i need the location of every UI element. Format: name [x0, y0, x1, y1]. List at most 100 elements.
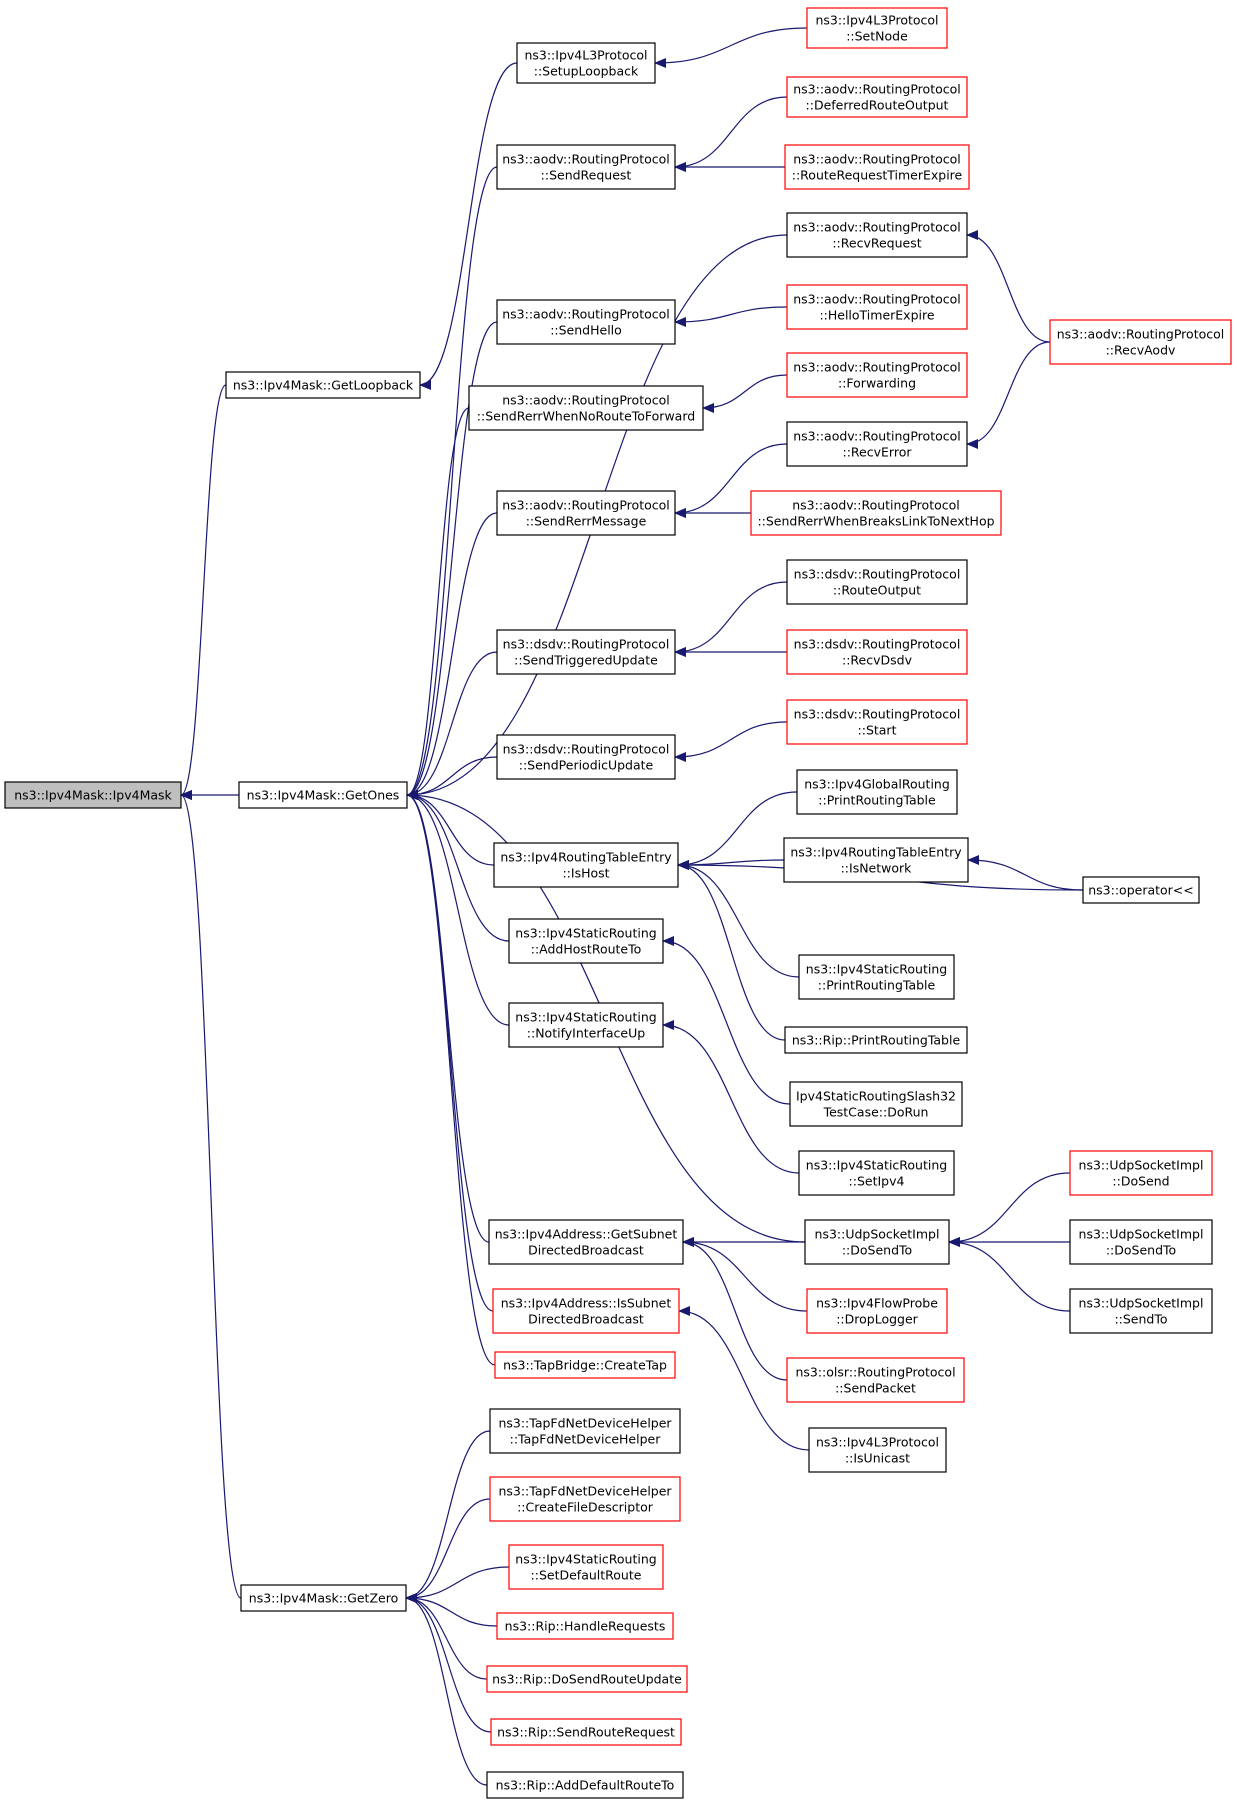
node-recvaodv[interactable]: ns3::aodv::RoutingProtocol::RecvAodv [1049, 319, 1232, 365]
node-box-getsubnet[interactable] [488, 1219, 684, 1265]
node-box-recverror[interactable] [786, 421, 968, 467]
node-box-sendrerrbreaks[interactable] [750, 490, 1002, 536]
node-box-ripprint[interactable] [784, 1026, 968, 1054]
node-globalprint[interactable]: ns3::Ipv4GlobalRouting::PrintRoutingTabl… [796, 769, 958, 815]
node-forwarding[interactable]: ns3::aodv::RoutingProtocol::Forwarding [786, 352, 968, 398]
node-box-droplogger[interactable] [806, 1288, 948, 1334]
node-box-createtap[interactable] [494, 1351, 676, 1379]
node-sendroutereq[interactable]: ns3::Rip::SendRouteRequest [490, 1718, 682, 1746]
node-box-olsrsend[interactable] [786, 1357, 965, 1403]
node-box-setdefault[interactable] [508, 1544, 664, 1590]
node-issubnet[interactable]: ns3::Ipv4Address::IsSubnetDirectedBroadc… [492, 1288, 680, 1334]
node-box-sendrerrmsg[interactable] [496, 490, 676, 536]
node-box-sendtriggered[interactable] [496, 629, 676, 675]
node-box-getones[interactable] [238, 781, 408, 809]
node-recvrequest[interactable]: ns3::aodv::RoutingProtocol::RecvRequest [786, 212, 968, 258]
node-createtap[interactable]: ns3::TapBridge::CreateTap [494, 1351, 676, 1379]
node-handlereq[interactable]: ns3::Rip::HandleRequests [496, 1612, 674, 1640]
node-dosendroute[interactable]: ns3::Rip::DoSendRouteUpdate [486, 1665, 688, 1693]
node-box-routeoutput[interactable] [786, 559, 968, 605]
node-getsubnet[interactable]: ns3::Ipv4Address::GetSubnetDirectedBroad… [488, 1219, 684, 1265]
node-dosendto2[interactable]: ns3::UdpSocketImpl::DoSendTo [1069, 1219, 1213, 1265]
node-sendrerrbreaks[interactable]: ns3::aodv::RoutingProtocol::SendRerrWhen… [750, 490, 1002, 536]
node-adddefault[interactable]: ns3::Rip::AddDefaultRouteTo [486, 1771, 684, 1799]
node-sendto[interactable]: ns3::UdpSocketImpl::SendTo [1069, 1288, 1213, 1334]
node-box-forwarding[interactable] [786, 352, 968, 398]
node-sendhello[interactable]: ns3::aodv::RoutingProtocol::SendHello [496, 299, 676, 345]
node-dosend[interactable]: ns3::UdpSocketImpl::DoSend [1069, 1150, 1213, 1196]
node-box-operator[interactable] [1082, 876, 1200, 904]
node-box-dosendroute[interactable] [486, 1665, 688, 1693]
node-sendrerrmsg[interactable]: ns3::aodv::RoutingProtocol::SendRerrMess… [496, 490, 676, 536]
node-dsdvstart[interactable]: ns3::dsdv::RoutingProtocol::Start [786, 699, 968, 745]
node-isnetwork[interactable]: ns3::Ipv4RoutingTableEntry::IsNetwork [783, 837, 969, 883]
node-box-dsdvstart[interactable] [786, 699, 968, 745]
node-getones[interactable]: ns3::Ipv4Mask::GetOnes [238, 781, 408, 809]
node-olsrsend[interactable]: ns3::olsr::RoutingProtocol::SendPacket [786, 1357, 965, 1403]
node-box-recvaodv[interactable] [1049, 319, 1232, 365]
node-getzero[interactable]: ns3::Ipv4Mask::GetZero [240, 1584, 407, 1612]
node-box-tapfdhelper[interactable] [489, 1408, 681, 1454]
node-box-sendroutereq[interactable] [490, 1718, 682, 1746]
node-addhostroute[interactable]: ns3::Ipv4StaticRouting::AddHostRouteTo [508, 918, 664, 964]
node-box-dosendto2[interactable] [1069, 1219, 1213, 1265]
node-setdefault[interactable]: ns3::Ipv4StaticRouting::SetDefaultRoute [508, 1544, 664, 1590]
node-sendperiodic[interactable]: ns3::dsdv::RoutingProtocol::SendPeriodic… [496, 734, 676, 780]
node-box-isnetwork[interactable] [783, 837, 969, 883]
node-setnode[interactable]: ns3::Ipv4L3Protocol::SetNode [806, 7, 948, 49]
node-box-getloopback[interactable] [225, 371, 421, 399]
node-box-staticprint[interactable] [798, 954, 955, 1000]
node-box-setuploopback[interactable] [516, 42, 656, 84]
node-sendrequest[interactable]: ns3::aodv::RoutingProtocol::SendRequest [496, 144, 676, 190]
node-box-recvdsdv[interactable] [786, 629, 968, 675]
node-box-getzero[interactable] [240, 1584, 407, 1612]
node-droplogger[interactable]: ns3::Ipv4FlowProbe::DropLogger [806, 1288, 948, 1334]
node-setipv4[interactable]: ns3::Ipv4StaticRouting::SetIpv4 [798, 1150, 955, 1196]
node-recverror[interactable]: ns3::aodv::RoutingProtocol::RecvError [786, 421, 968, 467]
node-operator[interactable]: ns3::operator<< [1082, 876, 1200, 904]
node-box-hellotimer[interactable] [786, 284, 968, 330]
node-box-recvrequest[interactable] [786, 212, 968, 258]
node-box-isunicast[interactable] [808, 1427, 947, 1473]
node-sendtriggered[interactable]: ns3::dsdv::RoutingProtocol::SendTriggere… [496, 629, 676, 675]
node-box-sendhello[interactable] [496, 299, 676, 345]
node-box-handlereq[interactable] [496, 1612, 674, 1640]
node-box-issubnet[interactable] [492, 1288, 680, 1334]
node-createfd[interactable]: ns3::TapFdNetDeviceHelper::CreateFileDes… [489, 1476, 681, 1522]
node-box-createfd[interactable] [489, 1476, 681, 1522]
node-dosendto[interactable]: ns3::UdpSocketImpl::DoSendTo [804, 1219, 950, 1265]
node-setuploopback[interactable]: ns3::Ipv4L3Protocol::SetupLoopback [516, 42, 656, 84]
node-box-notifyup[interactable] [508, 1002, 664, 1048]
node-recvdsdv[interactable]: ns3::dsdv::RoutingProtocol::RecvDsdv [786, 629, 968, 675]
node-getloopback[interactable]: ns3::Ipv4Mask::GetLoopback [225, 371, 421, 399]
node-box-ishost[interactable] [493, 842, 679, 888]
node-sendrerrnoroute[interactable]: ns3::aodv::RoutingProtocol::SendRerrWhen… [468, 385, 704, 431]
node-hellotimer[interactable]: ns3::aodv::RoutingProtocol::HelloTimerEx… [786, 284, 968, 330]
node-box-sendrerrnoroute[interactable] [468, 385, 704, 431]
node-box-adddefault[interactable] [486, 1771, 684, 1799]
node-box-sendto[interactable] [1069, 1288, 1213, 1334]
node-box-addhostroute[interactable] [508, 918, 664, 964]
node-box-slash32[interactable] [789, 1081, 963, 1127]
node-box-ipv4mask[interactable] [4, 781, 182, 809]
node-staticprint[interactable]: ns3::Ipv4StaticRouting::PrintRoutingTabl… [798, 954, 955, 1000]
node-box-rreqtimer[interactable] [784, 144, 970, 190]
node-routeoutput[interactable]: ns3::dsdv::RoutingProtocol::RouteOutput [786, 559, 968, 605]
node-ishost[interactable]: ns3::Ipv4RoutingTableEntry::IsHost [493, 842, 679, 888]
node-box-sendperiodic[interactable] [496, 734, 676, 780]
node-box-dosend[interactable] [1069, 1150, 1213, 1196]
node-rreqtimer[interactable]: ns3::aodv::RoutingProtocol::RouteRequest… [784, 144, 970, 190]
node-box-globalprint[interactable] [796, 769, 958, 815]
node-box-dosendto[interactable] [804, 1219, 950, 1265]
node-isunicast[interactable]: ns3::Ipv4L3Protocol::IsUnicast [808, 1427, 947, 1473]
node-tapfdhelper[interactable]: ns3::TapFdNetDeviceHelper::TapFdNetDevic… [489, 1408, 681, 1454]
node-box-sendrequest[interactable] [496, 144, 676, 190]
node-box-setnode[interactable] [806, 7, 948, 49]
node-notifyup[interactable]: ns3::Ipv4StaticRouting::NotifyInterfaceU… [508, 1002, 664, 1048]
node-deferred[interactable]: ns3::aodv::RoutingProtocol::DeferredRout… [786, 76, 968, 118]
node-box-setipv4[interactable] [798, 1150, 955, 1196]
node-ipv4mask[interactable]: ns3::Ipv4Mask::Ipv4Mask [4, 781, 182, 809]
node-box-deferred[interactable] [786, 76, 968, 118]
node-ripprint[interactable]: ns3::Rip::PrintRoutingTable [784, 1026, 968, 1054]
